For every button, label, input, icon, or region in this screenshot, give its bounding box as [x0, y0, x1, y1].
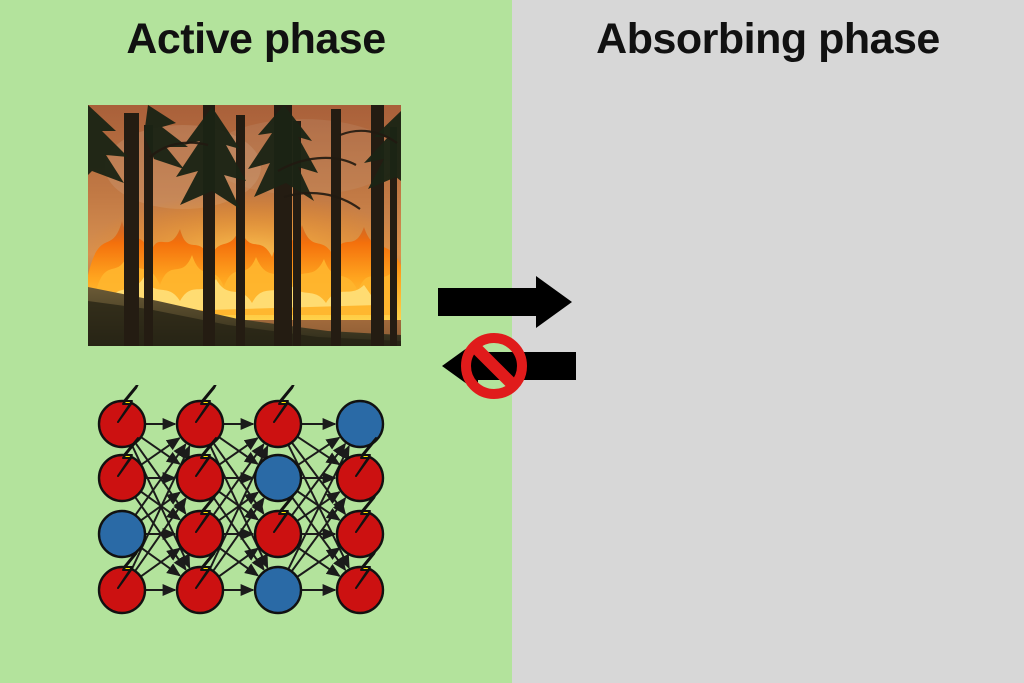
lightning-icon	[273, 493, 295, 533]
lightning-icon	[117, 437, 139, 477]
node-circle	[253, 453, 303, 503]
lattice-edge	[212, 497, 265, 572]
node-circle	[175, 565, 225, 615]
phase-transition-arrows	[432, 276, 582, 404]
lattice-node-inactive	[335, 399, 385, 449]
node-circle	[175, 509, 225, 559]
lattice-node-inactive	[97, 509, 147, 559]
panel-active-phase: Active phase	[0, 0, 512, 683]
lattice-node-active	[97, 549, 147, 615]
node-circle	[97, 399, 147, 449]
lightning-icon	[355, 493, 377, 533]
lattice-node-active	[335, 549, 385, 615]
lattice-node-active	[335, 493, 385, 559]
lightning-icon	[195, 437, 217, 477]
forest-fire-photo	[88, 105, 401, 346]
node-circle	[253, 509, 303, 559]
lightning-icon	[117, 385, 139, 423]
node-circle	[335, 453, 385, 503]
node-circle	[253, 399, 303, 449]
lattice-edge	[212, 443, 265, 516]
lattice-edge	[134, 443, 187, 516]
node-circle	[335, 565, 385, 615]
lattice-node-active	[175, 493, 225, 559]
lattice-node-active	[97, 437, 147, 503]
lattice-node-active	[253, 385, 303, 449]
lightning-icon	[355, 549, 377, 589]
lattice-edge	[296, 436, 341, 467]
panel-active-title: Active phase	[126, 15, 386, 63]
node-circle	[97, 565, 147, 615]
lattice-node-active	[175, 385, 225, 449]
lattice-node-inactive	[253, 565, 303, 615]
lattice-node-active	[253, 493, 303, 559]
lightning-icon	[117, 549, 139, 589]
lattice-node-active	[97, 385, 147, 449]
node-circle	[253, 565, 303, 615]
lattice-active-phase	[90, 385, 400, 620]
lattice-edge	[218, 547, 259, 578]
lattice-edge	[290, 442, 347, 517]
lattice-node-inactive	[253, 453, 303, 503]
forward-arrow	[438, 276, 572, 328]
node-circle	[335, 509, 385, 559]
lightning-icon	[195, 385, 217, 423]
no-entry-icon	[461, 333, 527, 399]
node-circle	[97, 453, 147, 503]
lattice-node-active	[175, 437, 225, 503]
panel-absorbing-phase: Absorbing phase	[512, 0, 1024, 683]
node-circle	[97, 509, 147, 559]
node-circle	[335, 399, 385, 449]
panel-absorbing-title: Absorbing phase	[596, 15, 940, 63]
lattice-node-active	[175, 549, 225, 615]
lattice-edge	[140, 437, 181, 466]
lattice-edge	[296, 547, 341, 578]
lightning-icon	[195, 549, 217, 589]
lattice-edge	[134, 497, 187, 572]
lattice-edge	[140, 547, 181, 578]
lightning-icon	[355, 437, 377, 477]
lattice-node-active	[335, 437, 385, 503]
node-circle	[175, 453, 225, 503]
lightning-icon	[273, 385, 295, 423]
lattice-edge	[218, 437, 259, 466]
lattice-edge	[290, 496, 347, 572]
node-circle	[175, 399, 225, 449]
lightning-icon	[195, 493, 217, 533]
